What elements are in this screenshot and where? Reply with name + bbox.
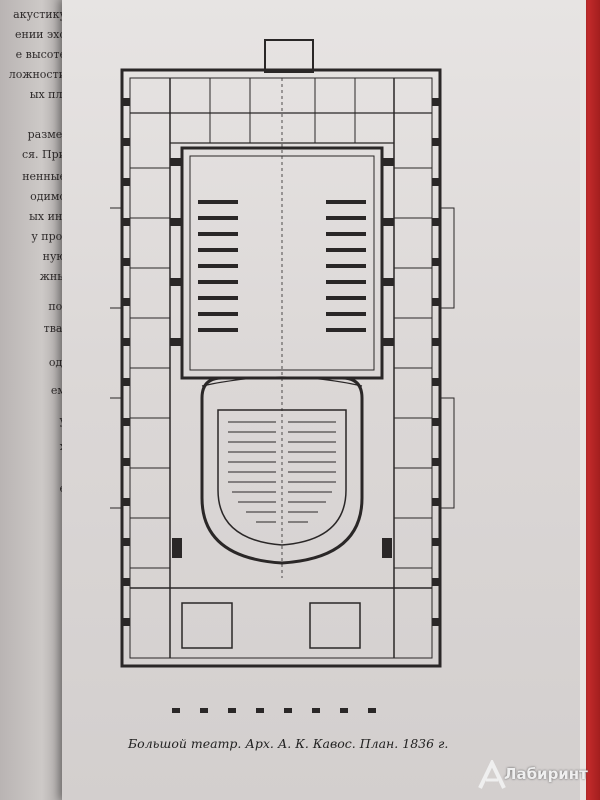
- west-projection: [107, 397, 123, 509]
- stage-arch: [201, 376, 363, 387]
- west-stair: [181, 602, 233, 649]
- west-projection: [107, 207, 123, 309]
- stage-benches-right: [326, 200, 366, 332]
- text-fragment: разме-: [27, 128, 66, 141]
- text-fragment: одимо: [30, 190, 66, 203]
- watermark-text: Лабиринт: [504, 765, 588, 783]
- text-fragment: тва,: [43, 322, 66, 335]
- east-stair: [309, 602, 361, 649]
- text-fragment: е высоте: [15, 48, 66, 61]
- watermark-logo: Лабиринт: [478, 758, 588, 792]
- north-portico: [264, 39, 314, 73]
- stage-benches-left: [198, 200, 238, 332]
- text-fragment: ых ин-: [29, 210, 66, 223]
- book-cover-edge: [580, 0, 600, 800]
- floor-plan-svg: [107, 39, 455, 713]
- wall-piers: [122, 98, 440, 626]
- front-colonnade: [172, 708, 376, 713]
- text-fragment: по-: [48, 300, 66, 313]
- text-fragment: ложности: [8, 68, 66, 81]
- outer-wall: [120, 68, 442, 668]
- east-projection: [439, 397, 455, 509]
- floor-plan-drawing: [107, 18, 470, 718]
- labyrinth-a-icon: [478, 760, 506, 789]
- text-fragment: ении эхо: [15, 28, 66, 41]
- text-fragment: ся. При: [21, 148, 66, 161]
- text-fragment: акустику: [13, 8, 66, 21]
- page-edges: [580, 0, 586, 800]
- text-fragment: ную: [42, 250, 66, 263]
- figure-caption: Большой театр. Арх. А. К. Кавос. План. 1…: [128, 736, 449, 751]
- text-fragment: ых пл.: [29, 88, 66, 101]
- east-projection: [439, 207, 455, 309]
- west-rooms: [130, 167, 170, 569]
- horseshoe-outer: [200, 376, 364, 565]
- text-fragment: ненные: [22, 170, 66, 183]
- horseshoe-inner: [217, 409, 347, 546]
- parterre-rows: [228, 421, 336, 523]
- text-fragment: од-: [48, 356, 66, 369]
- text-fragment: у про-: [31, 230, 66, 243]
- text-fragment: жны: [39, 270, 66, 283]
- east-rooms: [394, 167, 432, 569]
- facing-page: акустику ении эхо е высоте ложности ых п…: [0, 0, 70, 800]
